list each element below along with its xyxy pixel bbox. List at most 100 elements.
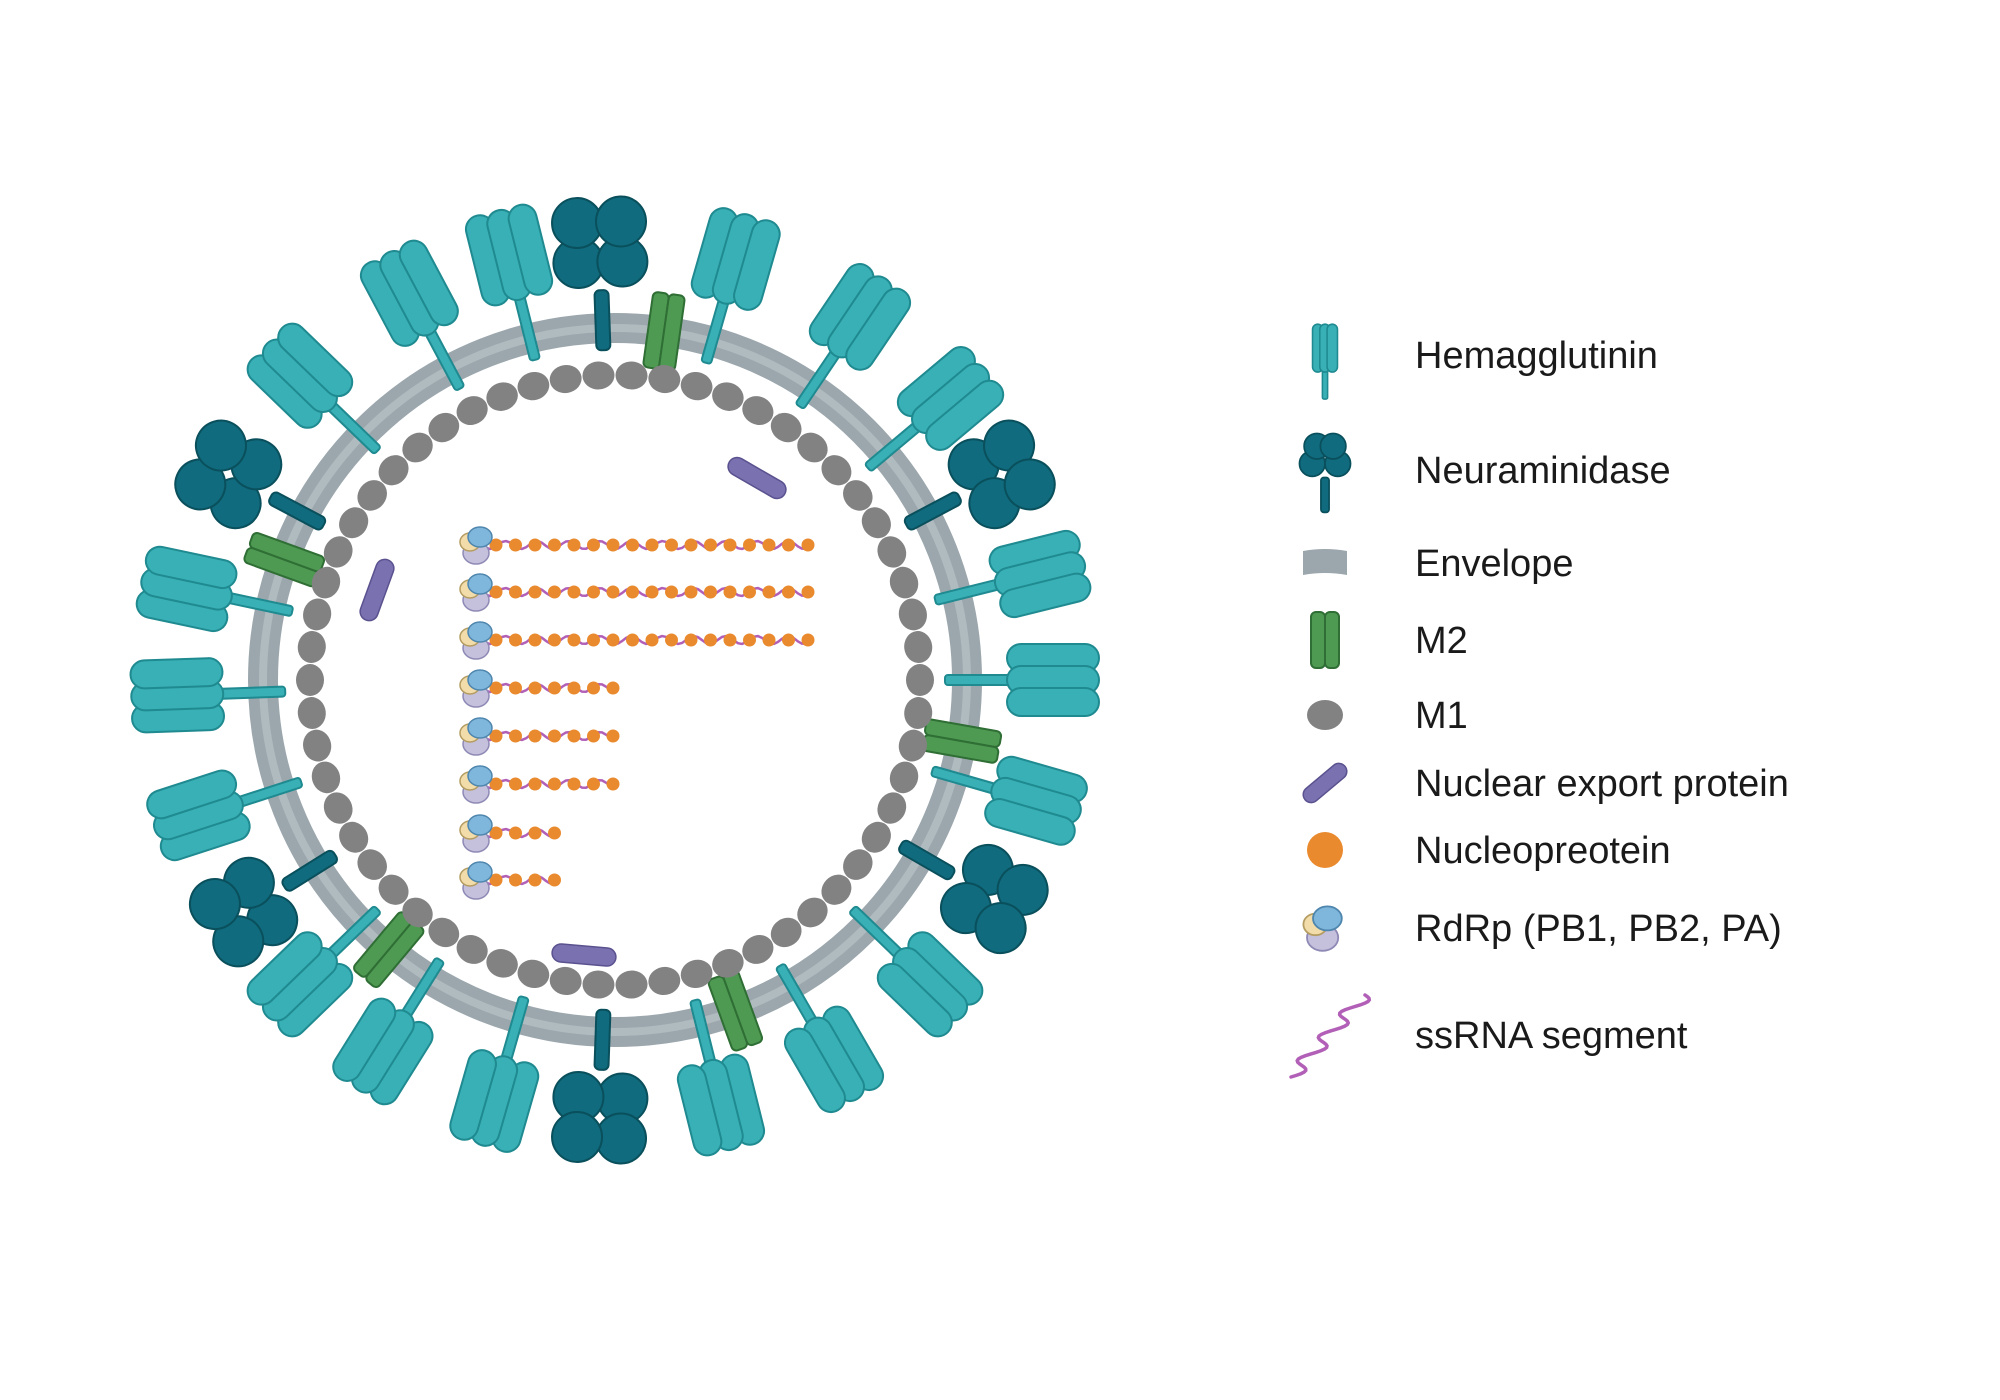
m1-protein — [296, 664, 324, 696]
hemagglutinin — [775, 963, 885, 1114]
neuraminidase — [174, 419, 327, 531]
m1-protein — [877, 536, 907, 568]
nucleoprotein — [567, 585, 581, 599]
nucleoprotein — [489, 633, 503, 647]
m1-protein — [549, 966, 582, 996]
surface-proteins-heads — [129, 195, 1100, 1165]
m1-protein — [861, 821, 891, 853]
hemagglutinin-subunit — [783, 1027, 846, 1114]
nucleoprotein — [528, 681, 542, 695]
m1-protein — [898, 729, 927, 762]
neuraminidase-stem — [593, 289, 612, 352]
rdrp-icon — [1302, 905, 1343, 952]
legend-item-rdrp: RdRp (PB1, PB2, PA) — [1302, 905, 1782, 952]
hemagglutinin-subunit — [398, 239, 459, 327]
nucleoprotein — [548, 777, 561, 791]
legend-item-nep: Nuclear export protein — [1302, 762, 1789, 805]
hemagglutinin-subunit — [146, 769, 238, 820]
legend-label-envelope: Envelope — [1415, 543, 1573, 585]
m1-protein — [582, 361, 615, 390]
hemagglutinin — [849, 905, 984, 1038]
hemagglutinin — [464, 203, 554, 362]
hemagglutinin-subunit — [129, 657, 224, 690]
hemagglutinin-subunit — [144, 545, 238, 590]
m1-protein — [303, 729, 332, 762]
nucleoprotein — [684, 538, 698, 552]
neuraminidase-stem — [268, 491, 327, 531]
rdrp-pb2 — [467, 717, 493, 739]
nucleoprotein — [489, 826, 503, 840]
nucleoprotein — [665, 633, 678, 647]
nucleoprotein — [645, 633, 659, 647]
rdrp-complex — [459, 669, 493, 708]
m1-protein — [323, 536, 353, 568]
nucleoprotein — [645, 585, 659, 599]
nucleoprotein — [548, 873, 561, 887]
nucleoprotein — [548, 729, 561, 743]
hemagglutinin — [332, 957, 445, 1106]
hemagglutinin-subunit — [999, 572, 1092, 619]
nucleoprotein — [587, 633, 600, 647]
hemagglutinin-subunit — [332, 997, 397, 1082]
ssrna-icon — [1289, 993, 1372, 1079]
neuraminidase-subunit — [194, 419, 247, 472]
nucleoprotein — [509, 826, 522, 840]
m1-protein — [742, 935, 774, 964]
hemagglutinin-subunit — [845, 287, 912, 371]
nucleoprotein — [509, 729, 522, 743]
nucleoprotein — [606, 681, 620, 695]
m1-protein — [486, 382, 518, 411]
neuraminidase-subunit — [1003, 458, 1056, 511]
m1-protein — [904, 696, 933, 729]
nucleoprotein — [626, 538, 639, 552]
rdrp-pb2 — [467, 573, 493, 595]
m2-channel-icon — [1310, 611, 1340, 669]
rdrp-pb2 — [467, 621, 493, 643]
nucleoprotein — [509, 681, 522, 695]
nucleoprotein — [489, 681, 503, 695]
nucleoprotein — [762, 538, 776, 552]
envelope-icon — [1303, 549, 1347, 575]
ssrna-strand — [472, 539, 807, 551]
neuraminidase-subunit — [595, 195, 648, 248]
nuclear-export-protein — [551, 943, 617, 967]
m1-protein — [821, 455, 852, 486]
nucleoprotein — [723, 585, 737, 599]
m1-protein — [615, 970, 648, 999]
hemagglutinin-subunit — [925, 379, 1005, 451]
rnp-segment — [459, 526, 815, 565]
rdrp-pb2 — [467, 526, 493, 548]
hemagglutinin-subunit — [1006, 687, 1100, 717]
virion — [129, 195, 1100, 1165]
nucleoprotein — [645, 538, 659, 552]
nucleoprotein — [665, 585, 678, 599]
nucleoprotein — [528, 777, 542, 791]
m2-subunit — [707, 975, 748, 1052]
neuraminidase-subunit — [188, 878, 241, 931]
neuraminidase-stem — [593, 1008, 612, 1071]
m2-subunit — [248, 531, 326, 573]
nuclear-export-proteins — [359, 456, 787, 967]
nucleoprotein — [528, 873, 542, 887]
nucleoprotein — [606, 777, 620, 791]
m2-channel — [243, 531, 326, 588]
neuraminidase-icon — [1298, 432, 1352, 514]
m1-protein — [582, 970, 615, 999]
neuraminidase-subunit — [974, 902, 1027, 955]
nucleoprotein — [723, 538, 737, 552]
neuraminidase-stem — [898, 839, 956, 881]
legend-item-envelope: Envelope — [1303, 543, 1573, 585]
rnp-segment — [459, 717, 620, 756]
m2-channel — [921, 718, 1003, 764]
m1-protein — [615, 361, 648, 390]
nucleoprotein — [548, 538, 561, 552]
hemagglutinin-subunit — [277, 322, 354, 398]
hemagglutinin-subunit — [984, 798, 1076, 846]
nucleoprotein — [704, 633, 717, 647]
m1-protein — [378, 874, 409, 905]
rnp-segment — [459, 573, 815, 612]
m1-protein — [357, 849, 387, 880]
nucleoprotein — [509, 633, 522, 647]
nuclear-export-protein-icon — [1302, 762, 1348, 804]
nucleoprotein — [528, 633, 542, 647]
